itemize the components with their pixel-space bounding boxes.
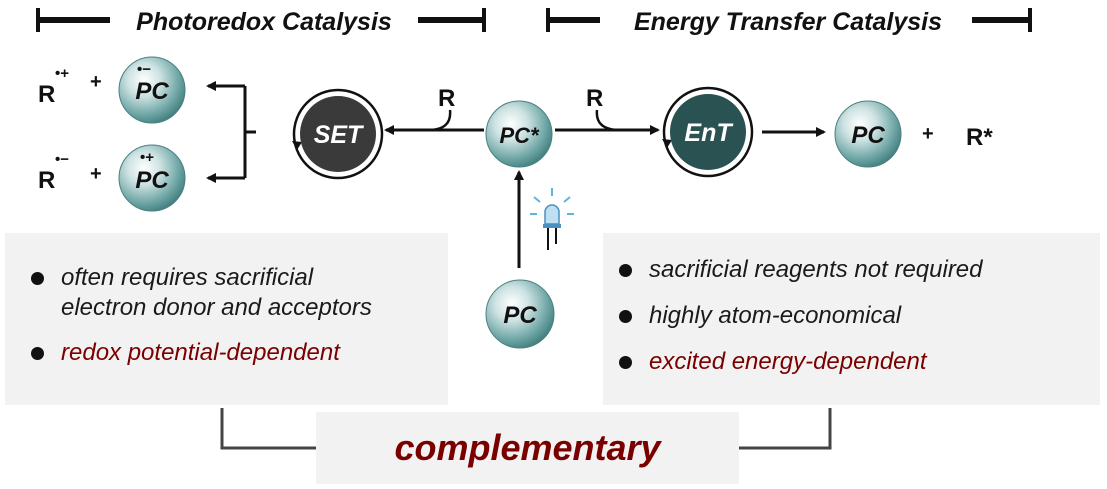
reagent-r-bottom: R [38, 167, 55, 194]
complementary-connector [220, 408, 832, 450]
radical-anion-mark: •− [137, 61, 151, 78]
split-arrows [206, 81, 256, 183]
pc-excited-label: PC* [499, 123, 540, 148]
pc-ground-state-node: PC [485, 279, 555, 349]
plus-sign-right: + [922, 123, 934, 145]
product-row-top: R •+ + PC •− [38, 56, 186, 124]
pc-excited-node: PC* [485, 100, 553, 168]
plus-sign: + [90, 71, 102, 93]
set-node: SET [292, 88, 384, 180]
set-label: SET [314, 121, 365, 149]
bullet-dot [31, 347, 44, 360]
ent-point-2: highly atom-economical [619, 301, 1089, 331]
pc-label-right: PC [851, 122, 885, 149]
pc-regenerated-node: PC [834, 100, 902, 168]
arrow-to-ent: R [555, 85, 660, 135]
radical-anion-mark-2: •− [55, 151, 69, 168]
pc-sphere-top-left [118, 56, 186, 124]
pc-label-top-left: PC [135, 78, 169, 105]
pc-sphere-bottom-left [118, 144, 186, 212]
bullet-dot [31, 272, 44, 285]
radical-cation-mark: •+ [55, 65, 69, 82]
product-excited: R* [966, 124, 993, 151]
photoredox-point-2: redox potential-dependent [31, 338, 441, 368]
ent-point-1: sacrificial reagents not required [619, 255, 1089, 285]
complementary-box: complementary [316, 412, 739, 484]
product-row-bottom: R •− + PC •+ [38, 144, 186, 212]
bullet-dot [619, 310, 632, 323]
header-photoredox-label: Photoredox Catalysis [136, 8, 392, 36]
energy-transfer-features-panel: sacrificial reagents not required highly… [603, 233, 1100, 405]
ent-node: EnT [662, 86, 754, 178]
ent-point-3: excited energy-dependent [619, 347, 1089, 377]
pc-label-bottom-left: PC [135, 167, 169, 194]
led-light-icon [530, 188, 574, 250]
bullet-dot [619, 264, 632, 277]
photoredox-point-1: often requires sacrificial electron dono… [31, 263, 441, 323]
photoredox-features-panel: often requires sacrificial electron dono… [5, 233, 448, 405]
header-photoredox: Photoredox Catalysis [36, 8, 486, 36]
plus-sign-2: + [90, 163, 102, 185]
reagent-r-ent: R [586, 85, 603, 112]
header-energy-transfer: Energy Transfer Catalysis [546, 8, 1032, 36]
arrow-to-set: R [384, 85, 484, 135]
ent-label: EnT [684, 119, 734, 147]
complementary-label: complementary [394, 427, 661, 468]
radical-cation-mark-2: •+ [140, 149, 154, 166]
pc-label-ground: PC [503, 302, 537, 329]
bullet-dot [619, 356, 632, 369]
reagent-r-top: R [38, 81, 55, 108]
header-energy-transfer-label: Energy Transfer Catalysis [634, 8, 942, 36]
reagent-r-set: R [438, 85, 455, 112]
